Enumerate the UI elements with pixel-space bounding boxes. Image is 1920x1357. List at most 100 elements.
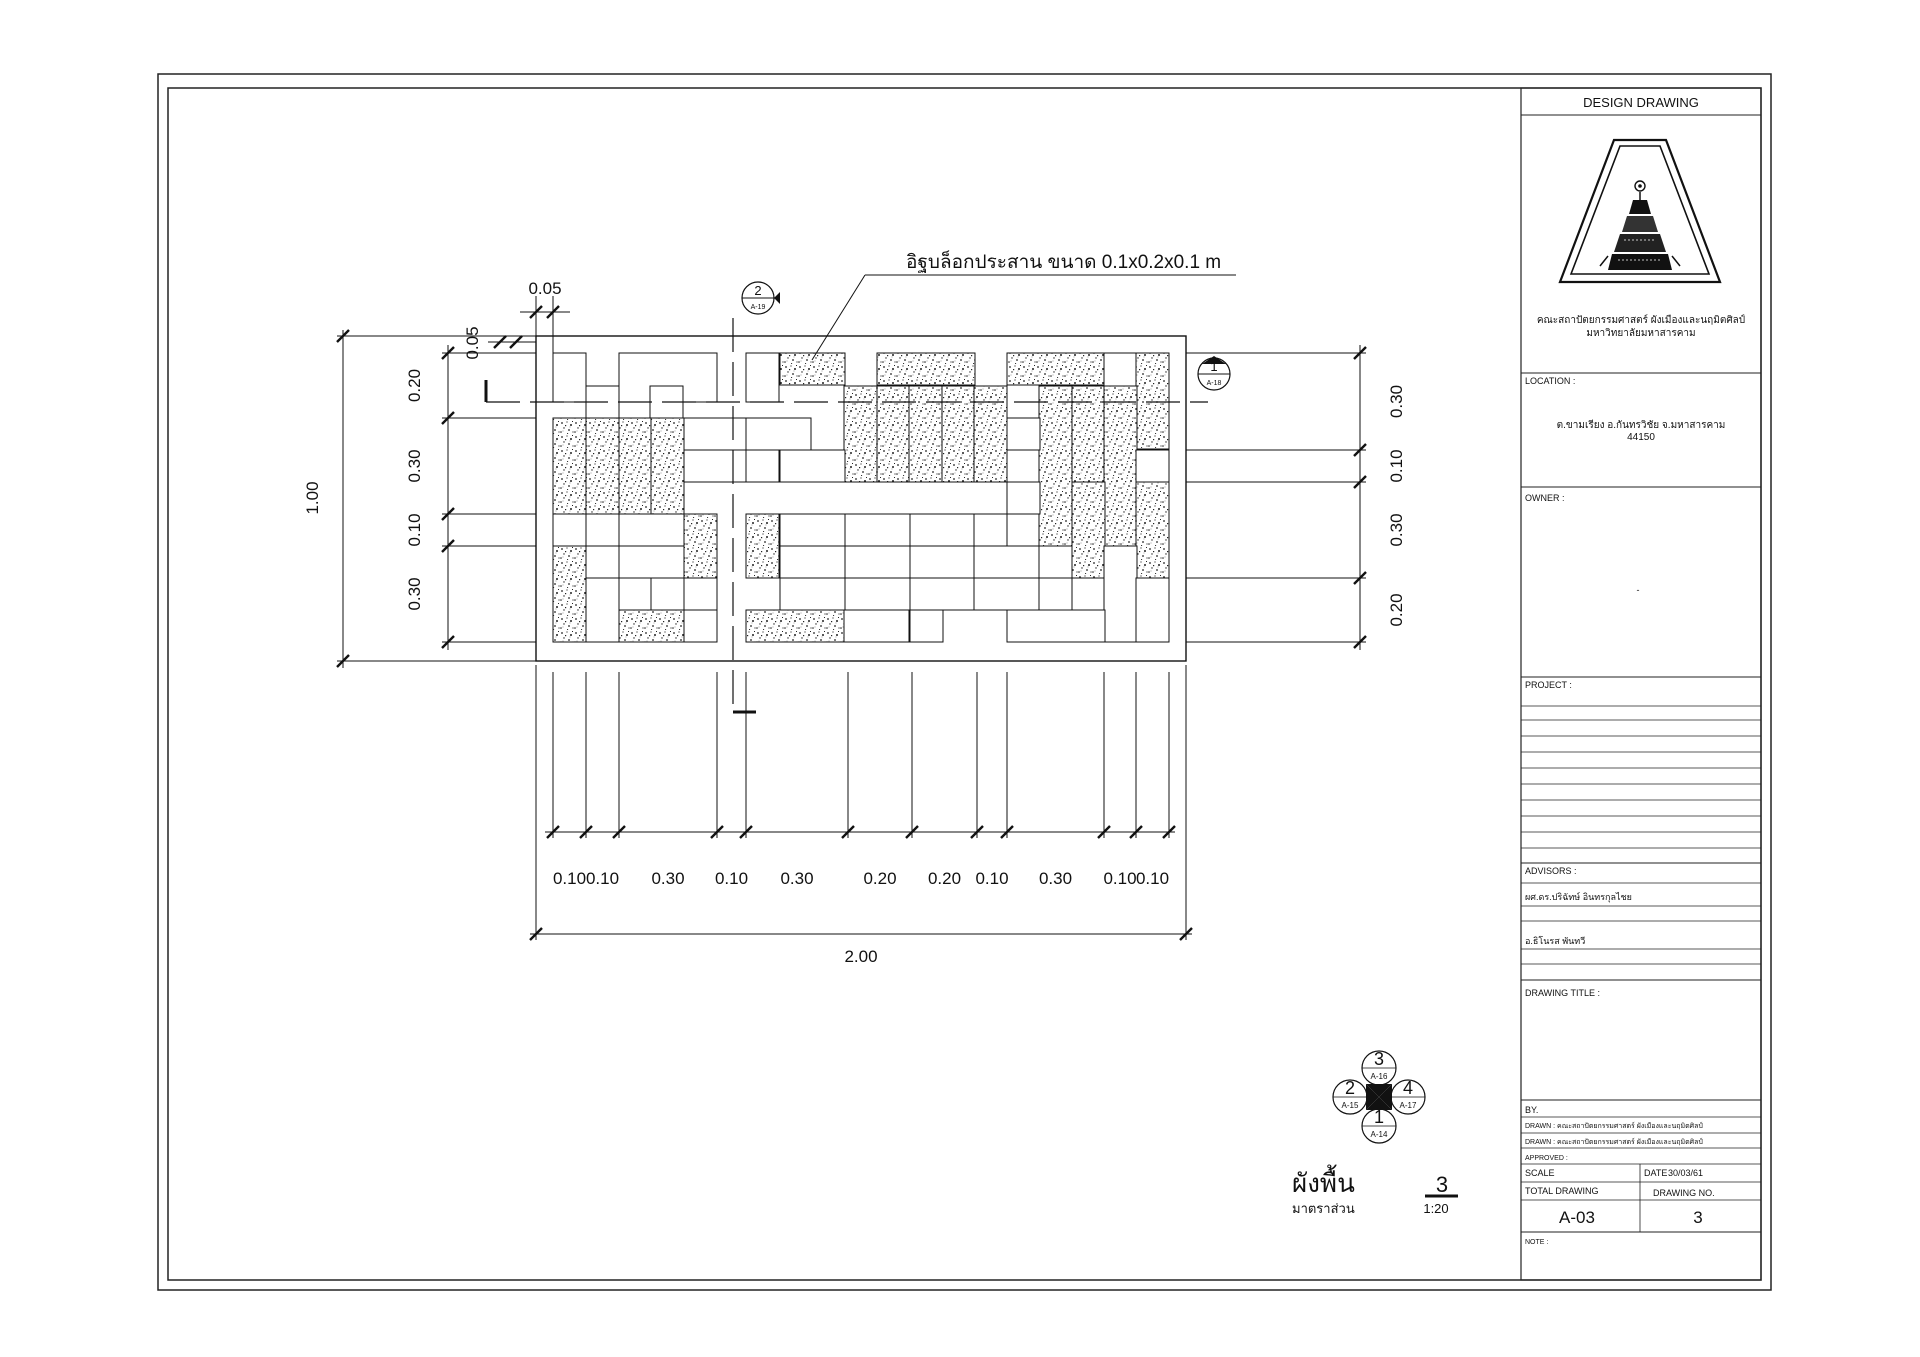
- brick-block: [844, 513, 911, 547]
- brick-block-hatched: [1103, 385, 1138, 547]
- dimension-tick: [739, 825, 753, 839]
- university-emblem-icon: [1558, 138, 1722, 284]
- tb-advisor-1: ผศ.ดร.ปริฉัทษ์ อินทรกุลไชย: [1525, 891, 1632, 903]
- dimension-tick: [493, 335, 507, 349]
- tb-drawing-no-value: 3: [1693, 1208, 1702, 1227]
- dimension-tick: [529, 305, 543, 319]
- brick-block: [1006, 417, 1041, 451]
- brick-block-hatched: [745, 609, 845, 643]
- brick-block: [1006, 609, 1106, 643]
- dimension-label-bottom: 0.10: [715, 869, 748, 888]
- brick-block-hatched: [618, 417, 653, 515]
- tb-project-lines: [1521, 705, 1761, 849]
- brick-block: [650, 577, 685, 611]
- dimension-tick: [336, 654, 350, 668]
- dimension-tick: [612, 825, 626, 839]
- section-line-1: [484, 380, 1208, 403]
- dimension-label-bottom: 0.10: [975, 869, 1008, 888]
- dimension-tick: [441, 346, 455, 360]
- dimension-label-bottom: 0.20: [928, 869, 961, 888]
- brick-block: [552, 513, 587, 547]
- dimension-label-bottom: 0.30: [651, 869, 684, 888]
- tb-location-label: LOCATION :: [1525, 376, 1575, 386]
- elev-key-bottom-ref: A-14: [1371, 1130, 1388, 1139]
- brick-block: [779, 577, 846, 611]
- dimension-label-right: 0.10: [1387, 449, 1406, 482]
- brick-block: [683, 449, 750, 483]
- dimension-label-right: 0.30: [1387, 385, 1406, 418]
- dimension-label-bottom: 0.10: [1103, 869, 1136, 888]
- brick-block: [683, 609, 718, 643]
- brick-block-hatched: [973, 385, 1008, 483]
- brick-block: [909, 513, 976, 547]
- elev-key-right-num: 4: [1403, 1078, 1413, 1098]
- dimension-tick: [441, 507, 455, 521]
- tb-project-label: PROJECT :: [1525, 680, 1572, 690]
- brick-block: [552, 352, 587, 403]
- brick-pattern: [552, 352, 1170, 643]
- brick-block: [779, 545, 846, 579]
- dimension-tick: [1353, 443, 1367, 457]
- elev-key-top-num: 3: [1374, 1049, 1384, 1069]
- tb-note-label: NOTE :: [1525, 1239, 1548, 1246]
- brick-block: [909, 545, 976, 579]
- floor-plan: [535, 335, 1187, 662]
- brick-block-hatched: [552, 417, 587, 515]
- brick-block: [683, 417, 750, 451]
- section-marker-2-ref: A-19: [751, 304, 766, 311]
- dimension-tick: [905, 825, 919, 839]
- brick-block: [1071, 577, 1106, 611]
- brick-block: [1103, 545, 1138, 643]
- brick-block-hatched: [683, 513, 718, 579]
- dimension-label-bottom: 0.10: [553, 869, 586, 888]
- brick-block-hatched: [941, 385, 976, 483]
- brick-block: [618, 545, 685, 579]
- tb-date-value: 30/03/61: [1668, 1168, 1703, 1178]
- section-marker-1-number: 1: [1210, 359, 1217, 374]
- dimension-tick: [529, 927, 543, 941]
- dimension-tick: [1000, 825, 1014, 839]
- brick-block: [973, 577, 1040, 611]
- brick-block: [1038, 577, 1073, 611]
- brick-block: [585, 513, 620, 547]
- tb-drawn-1: DRAWN : คณะสถาปัตยกรรมศาสตร์ ผังเมืองและ…: [1525, 1122, 1703, 1130]
- dimension-tick: [441, 411, 455, 425]
- section-marker-1-ref: A-18: [1207, 380, 1222, 387]
- dimension-tick: [546, 825, 560, 839]
- brick-block: [585, 577, 620, 643]
- plan-title-number: 3: [1436, 1172, 1448, 1197]
- dimension-label-right: 0.30: [1387, 513, 1406, 546]
- dimension-tick: [1353, 571, 1367, 585]
- elev-key-bottom-num: 1: [1374, 1107, 1384, 1127]
- dimension-label-left: 0.20: [405, 369, 424, 402]
- elev-key-left-num: 2: [1345, 1078, 1355, 1098]
- outer-border: [157, 73, 1772, 1291]
- dimension-tick: [1097, 825, 1111, 839]
- material-note-label: อิฐบล็อกประสาน ขนาด 0.1x0.2x0.1 m: [906, 249, 1221, 273]
- tb-advisors-label: ADVISORS :: [1525, 866, 1577, 876]
- section-line-2: [732, 318, 756, 714]
- dimension-tick: [546, 305, 560, 319]
- brick-block: [779, 449, 846, 483]
- dimension-tick: [1129, 825, 1143, 839]
- dimension-label-bottom: 0.30: [1039, 869, 1072, 888]
- brick-block: [618, 577, 653, 611]
- elev-key-left-ref: A-15: [1342, 1101, 1359, 1110]
- dimension-label-right: 0.20: [1387, 593, 1406, 626]
- brick-block-hatched: [552, 545, 587, 643]
- dimension-label-bottom: 0.20: [863, 869, 896, 888]
- brick-block-hatched: [1135, 352, 1170, 450]
- brick-block-hatched: [745, 513, 780, 579]
- dimension-label-bottom: 0.10: [586, 869, 619, 888]
- tb-scale-label: SCALE: [1525, 1168, 1555, 1178]
- brick-block: [973, 545, 1040, 579]
- tb-header: DESIGN DRAWING: [1583, 95, 1699, 110]
- material-note: อิฐบล็อกประสาน ขนาด 0.1x0.2x0.1 m: [811, 249, 1236, 361]
- brick-block: [779, 513, 846, 547]
- tb-location-line2: 44150: [1627, 432, 1655, 443]
- dimension-tick: [970, 825, 984, 839]
- brick-block-hatched: [843, 385, 878, 483]
- dimension-tick: [579, 825, 593, 839]
- dimension-tick: [1353, 346, 1367, 360]
